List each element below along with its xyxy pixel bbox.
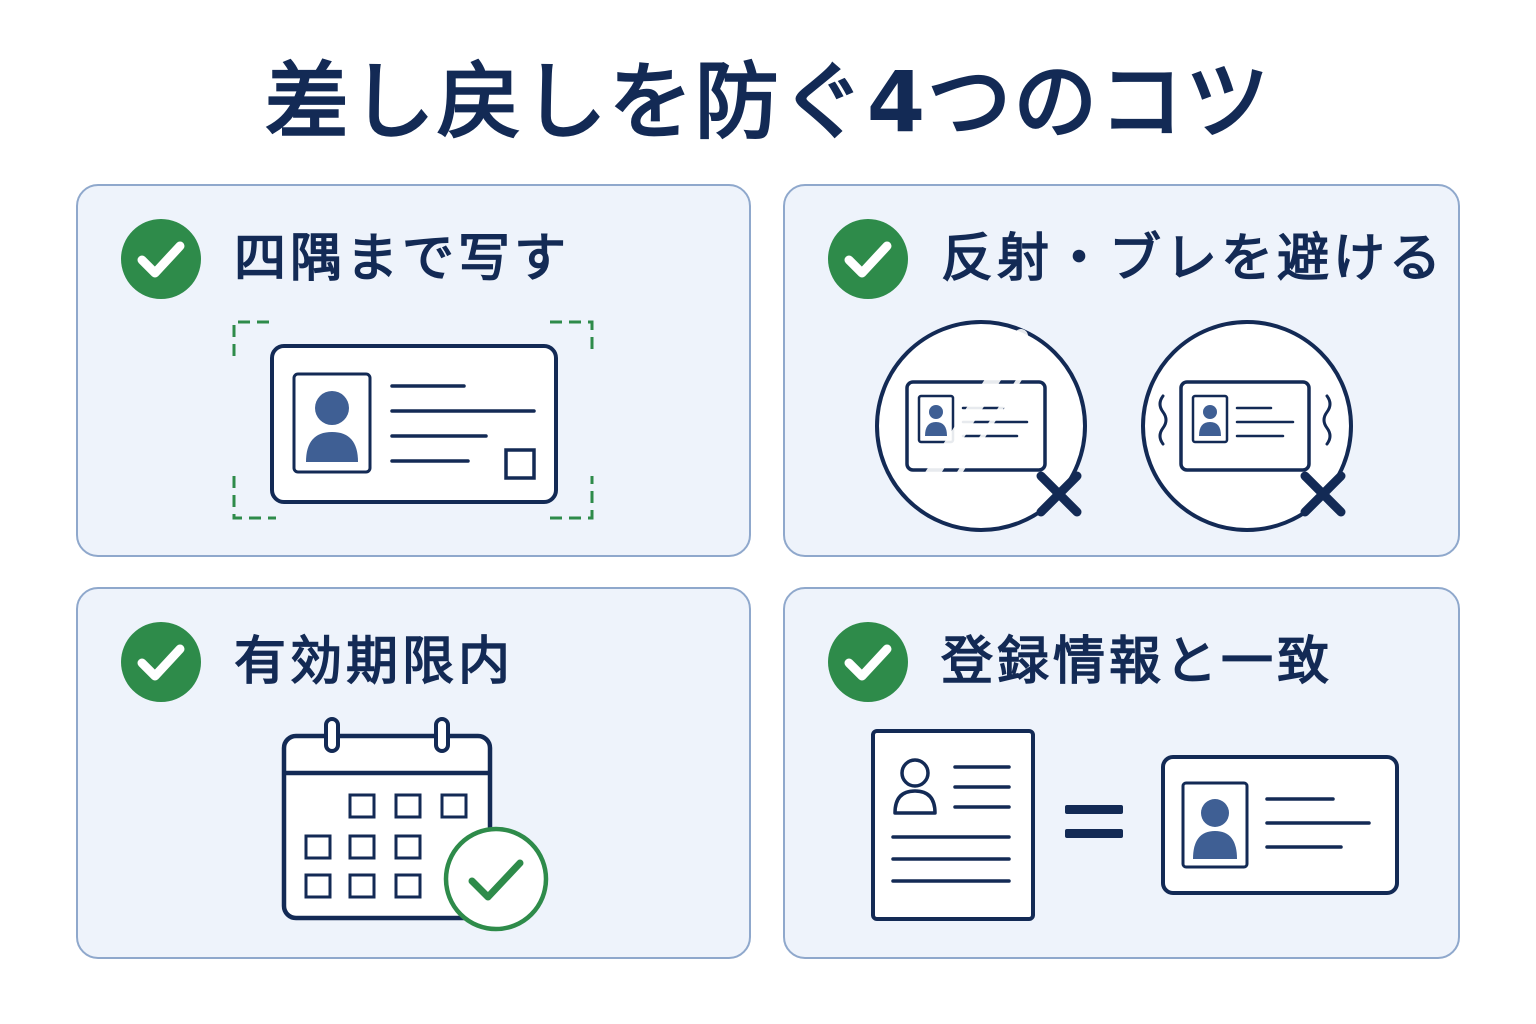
blur-ng-example xyxy=(1141,320,1353,532)
ng-x-icon xyxy=(1300,471,1346,517)
check-circle-icon xyxy=(828,622,908,702)
ng-x-icon xyxy=(1036,471,1082,517)
tip-card-avoid-glare-blur: 反射・ブレを避ける xyxy=(783,184,1460,557)
tip-card-within-expiry: 有効期限内 xyxy=(76,587,751,959)
tip-title-avoid-glare-blur: 反射・ブレを避ける xyxy=(941,229,1446,289)
id-card-icon xyxy=(1179,380,1311,472)
registration-document-icon xyxy=(871,729,1035,921)
tip-title-within-expiry: 有効期限内 xyxy=(234,632,515,692)
glare-reflection xyxy=(924,329,1034,489)
page-title: 差し戻しを防ぐ4つのコツ xyxy=(264,53,1272,151)
id-card-corner-frame-illustration xyxy=(232,320,594,520)
id-card-icon xyxy=(270,344,558,504)
calendar-with-check-illustration xyxy=(281,717,549,932)
check-circle-icon xyxy=(121,219,201,299)
tip-card-four-corners: 四隅まで写す xyxy=(76,184,751,557)
equals-icon xyxy=(1065,805,1123,838)
id-card-icon xyxy=(1161,755,1399,895)
glare-ng-example xyxy=(875,320,1087,532)
corner-guide-frame xyxy=(232,320,594,520)
document-equals-id-card-illustration xyxy=(871,729,1399,921)
check-circle-icon xyxy=(121,622,201,702)
tip-title-four-corners: 四隅まで写す xyxy=(234,229,571,289)
tip-title-match-registration: 登録情報と一致 xyxy=(941,632,1334,692)
shake-lines-icon xyxy=(1158,394,1332,446)
tip-card-match-registration: 登録情報と一致 xyxy=(783,587,1460,959)
calendar-icon xyxy=(281,717,493,921)
check-circle-icon xyxy=(828,219,908,299)
check-circle-icon xyxy=(443,826,549,932)
